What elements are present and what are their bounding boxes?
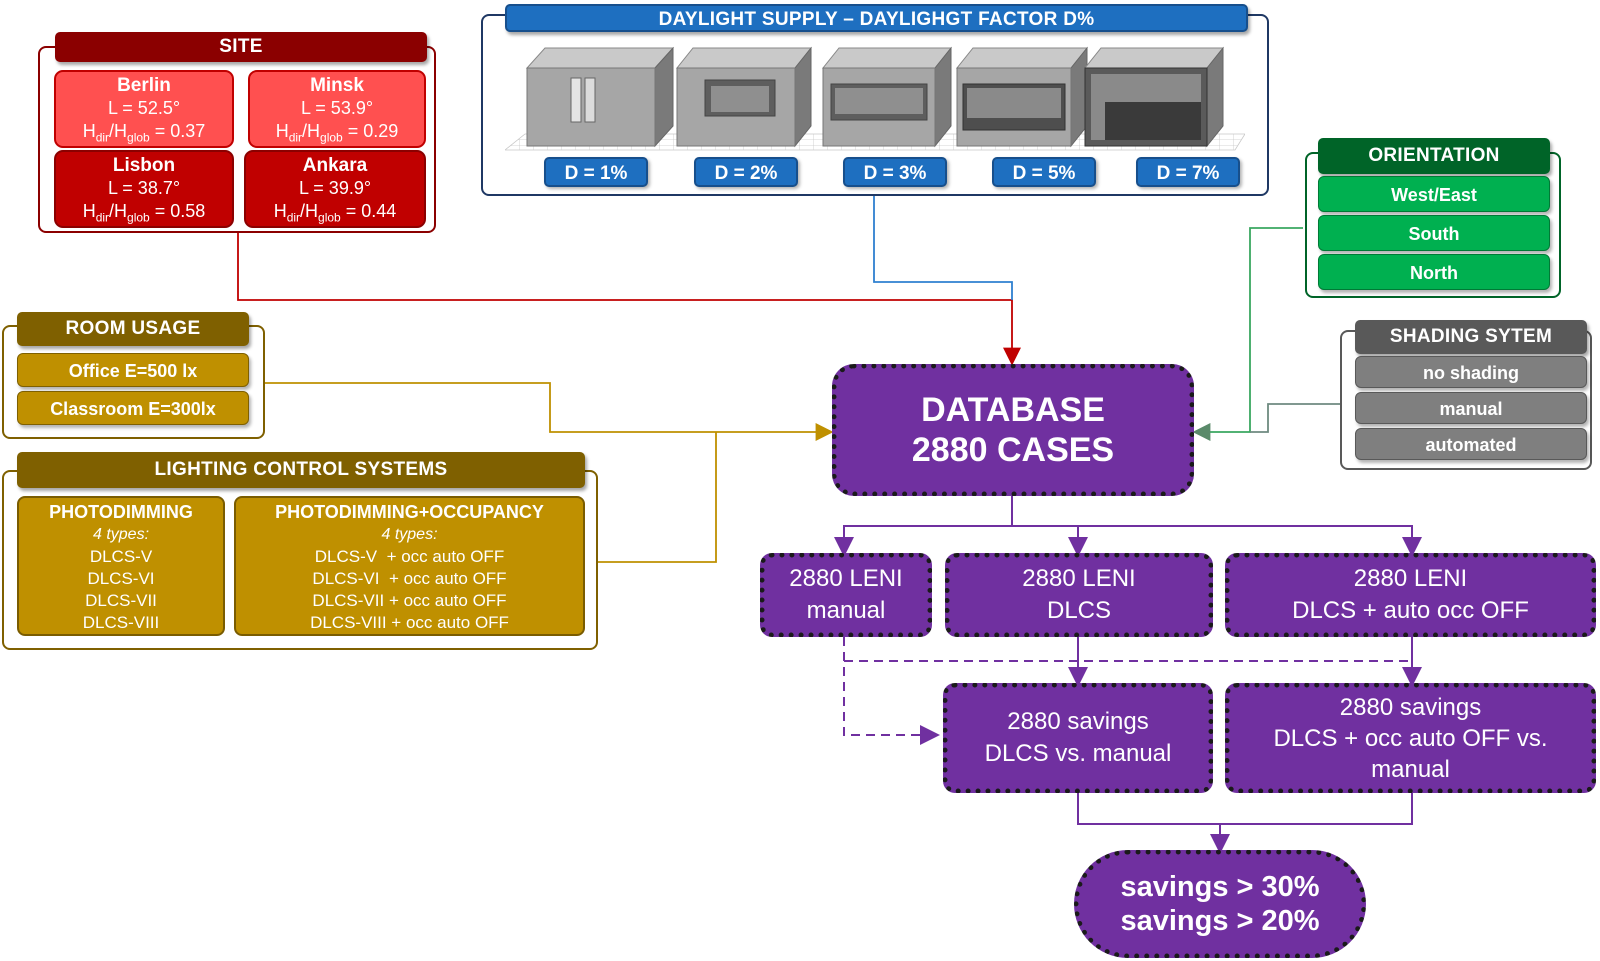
savings-dlcs-occ-box: 2880 savings DLCS + occ auto OFF vs. man… xyxy=(1225,683,1596,793)
leni-dlcs-occ-box: 2880 LENI DLCS + auto occ OFF xyxy=(1225,553,1596,637)
room-model-d3 xyxy=(821,46,953,148)
photodimming-occupancy-type: DLCS-V + occ auto OFF xyxy=(314,547,505,566)
savings-dlcs-box: 2880 savings DLCS vs. manual xyxy=(943,683,1213,793)
room-model-d1 xyxy=(525,46,675,148)
room-usage-connector xyxy=(265,382,834,441)
shading-connector xyxy=(1250,403,1340,433)
photodimming-occupancy-type: DLCS-VII + occ auto OFF xyxy=(312,591,507,610)
daylight-connector xyxy=(873,196,1013,300)
daylight-factor-1: D = 1% xyxy=(544,157,648,187)
photodimming-occupancy-type: DLCS-VIII + occ auto OFF xyxy=(310,613,509,632)
city-ratio: Hdir/Hglob = 0.58 xyxy=(82,201,206,225)
lighting-control-title: LIGHTING CONTROL SYSTEMS xyxy=(17,452,585,488)
city-ratio: Hdir/Hglob = 0.44 xyxy=(273,201,397,225)
site-title: SITE xyxy=(55,32,427,62)
photodimming-title: PHOTODIMMING xyxy=(49,502,193,522)
orientation-option-south: South xyxy=(1318,215,1550,251)
leni-title: 2880 LENI xyxy=(1353,565,1468,592)
photodimming-subtitle: 4 types: xyxy=(92,526,150,543)
city-name: Lisbon xyxy=(112,155,176,176)
city-ratio: Hdir/Hglob = 0.29 xyxy=(275,121,399,145)
daylight-factor-2: D = 2% xyxy=(694,157,798,187)
room-usage-title: ROOM USAGE xyxy=(17,312,249,346)
city-latitude: L = 52.5° xyxy=(107,98,181,118)
room-usage-option-classroom: Classroom E=300lx xyxy=(17,391,249,425)
database-count: 2880 CASES xyxy=(911,431,1115,469)
leni-dlcs-box: 2880 LENI DLCS xyxy=(945,553,1213,637)
leni-subtitle: manual xyxy=(806,597,886,624)
daylight-factor-7: D = 7% xyxy=(1136,157,1240,187)
database-box: DATABASE 2880 CASES xyxy=(832,364,1194,496)
city-latitude: L = 38.7° xyxy=(107,178,181,198)
site-cell-berlin: Berlin L = 52.5° Hdir/Hglob = 0.37 xyxy=(54,70,234,148)
database-title: DATABASE xyxy=(921,391,1105,429)
leni-subtitle: DLCS + auto occ OFF xyxy=(1292,597,1529,624)
savings-line: manual xyxy=(1371,755,1450,783)
savings-line: 2880 savings xyxy=(1339,693,1482,721)
database-split-connector xyxy=(834,496,1013,557)
daylight-title: DAYLIGHT SUPPLY – DAYLIGHGT FACTOR D% xyxy=(505,4,1248,32)
city-name: Minsk xyxy=(310,75,364,96)
city-latitude: L = 53.9° xyxy=(300,98,374,118)
room-model-d5 xyxy=(955,46,1089,148)
leni-subtitle: DLCS xyxy=(1046,597,1112,624)
shading-title: SHADING SYTEM xyxy=(1355,320,1587,354)
city-name: Ankara xyxy=(302,155,368,176)
city-latitude: L = 39.9° xyxy=(298,178,372,198)
savings-threshold-box: savings > 30% savings > 20% xyxy=(1074,850,1366,958)
photodimming-type: DLCS-VIII xyxy=(82,613,160,632)
photodimming-occupancy-title: PHOTODIMMING+OCCUPANCY xyxy=(275,502,544,522)
room-model-d7 xyxy=(1083,46,1225,148)
photodimming-occupancy-block: PHOTODIMMING+OCCUPANCY 4 types: DLCS-V +… xyxy=(234,496,585,636)
city-ratio: Hdir/Hglob = 0.37 xyxy=(82,121,206,145)
savings-line: DLCS vs. manual xyxy=(984,740,1172,767)
photodimming-type: DLCS-VI xyxy=(87,569,155,588)
site-connector xyxy=(237,232,1021,366)
orientation-option-north: North xyxy=(1318,254,1550,290)
savings-threshold-20: savings > 20% xyxy=(1120,905,1320,937)
shading-option-automated: automated xyxy=(1355,428,1587,460)
orientation-connector xyxy=(1192,227,1303,441)
leni-title: 2880 LENI xyxy=(1022,565,1136,592)
orientation-option-west-east: West/East xyxy=(1318,176,1550,212)
city-name: Berlin xyxy=(117,75,171,96)
photodimming-type: DLCS-VII xyxy=(85,591,157,610)
shading-option-none: no shading xyxy=(1355,356,1587,388)
room-model-d2 xyxy=(675,46,813,148)
site-cell-lisbon: Lisbon L = 38.7° Hdir/Hglob = 0.58 xyxy=(54,150,234,228)
manual-dashed-connector xyxy=(843,637,940,745)
photodimming-type: DLCS-V xyxy=(89,547,153,566)
photodimming-block: PHOTODIMMING 4 types: DLCS-V DLCS-VI DLC… xyxy=(17,496,225,636)
site-cell-ankara: Ankara L = 39.9° Hdir/Hglob = 0.44 xyxy=(244,150,426,228)
leni-manual-box: 2880 LENI manual xyxy=(760,553,932,637)
room-models-illustration xyxy=(505,46,1245,151)
photodimming-occupancy-subtitle: 4 types: xyxy=(381,526,438,543)
savings-threshold-30: savings > 30% xyxy=(1120,871,1320,903)
orientation-title: ORIENTATION xyxy=(1318,138,1550,174)
lighting-control-connector xyxy=(598,432,717,563)
leni-title: 2880 LENI xyxy=(789,565,903,592)
site-cell-minsk: Minsk L = 53.9° Hdir/Hglob = 0.29 xyxy=(248,70,426,148)
daylight-factor-3: D = 3% xyxy=(843,157,947,187)
room-usage-option-office: Office E=500 lx xyxy=(17,353,249,387)
daylight-factor-5: D = 5% xyxy=(992,157,1096,187)
savings-line: 2880 savings xyxy=(1007,708,1149,735)
shading-option-manual: manual xyxy=(1355,392,1587,424)
savings-to-result-connector xyxy=(1077,793,1413,825)
savings-line: DLCS + occ auto OFF vs. xyxy=(1273,724,1548,752)
photodimming-occupancy-type: DLCS-VI + occ auto OFF xyxy=(312,569,507,588)
